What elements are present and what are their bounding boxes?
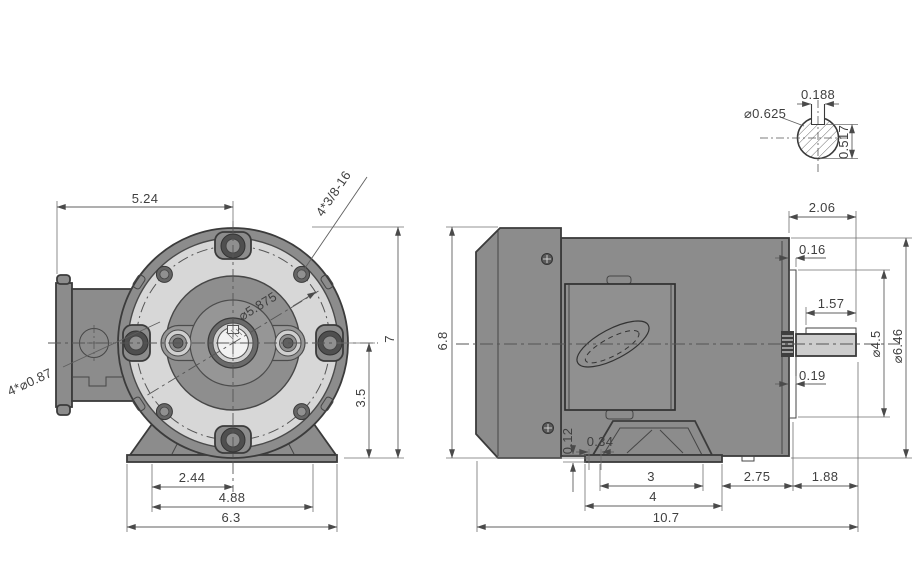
dim-slot-half: 2.44 — [179, 470, 206, 485]
dim-shaft-dia: ⌀0.625 — [744, 106, 786, 121]
tapped-hole-nw — [155, 265, 173, 283]
tapped-hole-sw — [155, 403, 173, 421]
conduit-leader — [62, 321, 161, 368]
dim-pad-length: 4 — [649, 489, 657, 504]
dim-pad-offset: 0.34 — [587, 434, 614, 449]
nameplate-plate — [564, 283, 676, 411]
dim-face-to-shaft-end: 1.88 — [812, 469, 839, 484]
dim-foot-to-face: 2.75 — [744, 469, 771, 484]
rim-bump — [320, 274, 334, 290]
mounting-lug-west — [122, 324, 151, 362]
terminal-box-backplate — [55, 282, 73, 408]
shaft-detail-view: 0.188 ⌀0.625 0.517 — [744, 87, 858, 172]
rim-bump — [132, 274, 146, 290]
dim-rabbet-step-top: 0.16 — [799, 242, 826, 257]
dim-flange-dia: ⌀6.46 — [890, 329, 905, 364]
cover-screw-bottom — [542, 422, 554, 434]
shaft — [795, 333, 857, 357]
dim-pad-thickness: 0.12 — [560, 428, 575, 455]
dim-base-width: 6.3 — [222, 510, 241, 525]
dim-keyway-length: 1.57 — [818, 296, 845, 311]
side-foot — [584, 420, 723, 463]
dim-body-height: 6.8 — [435, 332, 450, 351]
dim-rabbet-step-bottom: 0.19 — [799, 368, 826, 383]
terminal-box-seam — [72, 376, 122, 387]
bolt-circle-arrow — [292, 291, 317, 307]
dim-overall-height: 7 — [382, 335, 397, 343]
dim-conduit-holes: 4*⌀0.87 — [5, 365, 54, 399]
tapped-hole-se — [293, 403, 311, 421]
dim-center-height: 3.5 — [353, 389, 368, 408]
terminal-box-cap-top — [56, 274, 71, 285]
dim-overall-length: 10.7 — [653, 510, 680, 525]
side-view: 6.8 2.06 0.16 1.57 ⌀4.5 ⌀6.46 — [435, 200, 912, 532]
rim-bump — [320, 396, 334, 412]
dim-shaft-extension: 2.06 — [809, 200, 836, 215]
dim-top-width: 5.24 — [132, 191, 159, 206]
side-foot-inner — [602, 427, 703, 456]
dim-slot-span: 4.88 — [219, 490, 246, 505]
rim-bump — [132, 396, 146, 412]
cover-screw-top — [541, 253, 553, 265]
front-centerline-diagonal — [147, 290, 319, 396]
dim-slot-spacing: 3 — [647, 469, 655, 484]
dim-flat-height: 0.517 — [836, 125, 851, 159]
tapped-holes-leader — [302, 176, 368, 272]
side-base-plate — [584, 454, 723, 463]
dim-tapped-holes: 4*3/8-16 — [313, 168, 354, 219]
tapped-hole-ne — [293, 265, 311, 283]
side-dimensions: 6.8 2.06 0.16 1.57 ⌀4.5 ⌀6.46 — [435, 200, 912, 532]
nameplate — [564, 275, 676, 420]
dim-keyway-width: 0.188 — [801, 87, 835, 102]
drain-plug — [741, 455, 755, 462]
brand-logo-icon — [576, 320, 650, 368]
keyway-notch — [810, 104, 826, 126]
front-view: 5.24 4*3/8-16 ⌀5.875 4*⌀0.87 7 3.5 2.44 … — [5, 168, 404, 532]
terminal-box-cap-bottom — [56, 404, 71, 416]
dim-rabbet-dia: ⌀4.5 — [868, 330, 883, 357]
shaft-dia-leader — [779, 116, 805, 127]
